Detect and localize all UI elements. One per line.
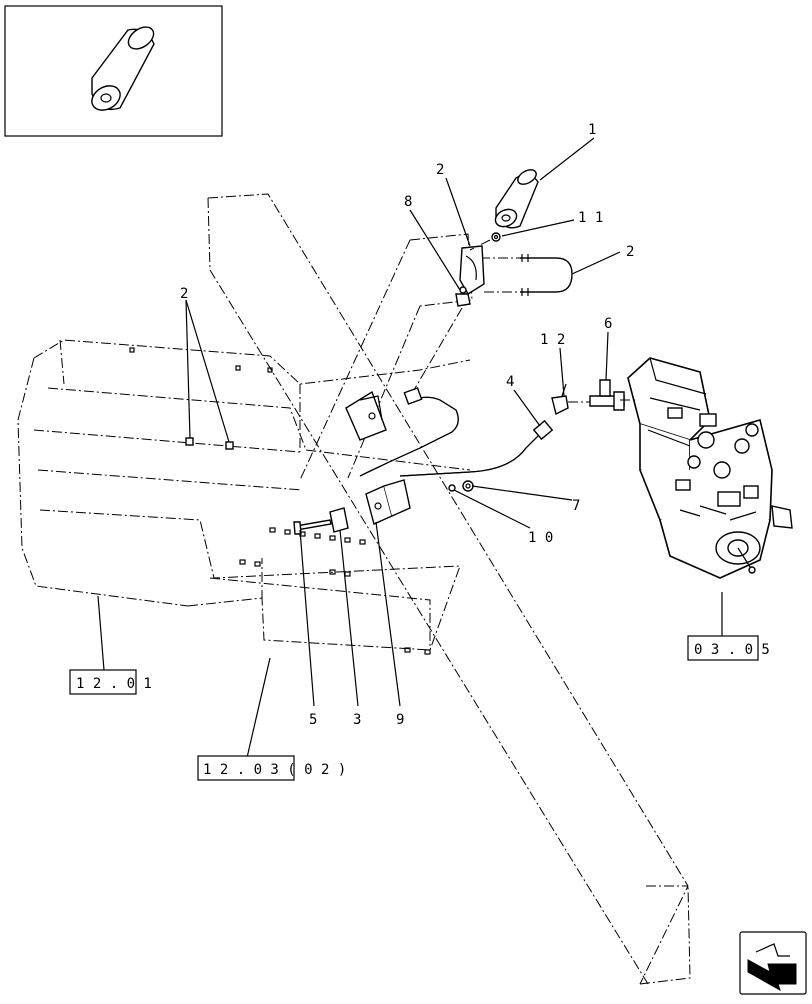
- ref-box-12-03-02: [197, 755, 295, 781]
- elbow-fitting: [551, 383, 569, 416]
- callout-9: 9: [396, 712, 404, 728]
- callout-labels: 1 2 2 2 3 4 5 6 7 8 9 1 0 1 1 1 2: [180, 122, 634, 728]
- ref-03-05: 0 3 . 0 5: [694, 642, 770, 658]
- callout-10: 1 0: [528, 530, 553, 546]
- callout-1: 1: [588, 122, 596, 138]
- callout-11: 1 1: [578, 210, 603, 226]
- callout-3: 3: [353, 712, 361, 728]
- next-page-arrow-icon[interactable]: [739, 931, 807, 995]
- roller-cylinder-icon: [91, 26, 155, 111]
- u-bolt: [480, 254, 573, 296]
- callout-12: 1 2: [540, 332, 565, 348]
- callout-8: 8: [404, 194, 412, 210]
- hydraulic-pump: [627, 357, 793, 579]
- housing-holes: [129, 347, 431, 655]
- ref-box-12-01: [69, 669, 137, 695]
- bolt: [293, 519, 332, 535]
- callout-6: 6: [604, 316, 612, 332]
- spacer-block: [329, 507, 349, 533]
- callout-2-clamp: 2: [436, 162, 444, 178]
- inset-panel: [4, 5, 223, 137]
- washer: [491, 232, 501, 242]
- callout-7: 7: [572, 498, 580, 514]
- reference-boxes: 1 2 . 0 1 1 2 . 0 3 ( 0 2 ) 0 3 . 0 5: [69, 635, 770, 781]
- housing-body: [17, 233, 473, 651]
- frame-beam: [207, 193, 691, 985]
- nut-washer: [448, 480, 474, 492]
- ref-box-03-05: [687, 635, 759, 661]
- callout-2-ubolt: 2: [626, 244, 634, 260]
- housing-nuts: [185, 437, 234, 450]
- callout-5: 5: [309, 712, 317, 728]
- pipe-clamp: [459, 245, 485, 295]
- hydraulic-hose: [359, 387, 554, 477]
- leader-lines: [97, 137, 723, 763]
- grease-fitting: [455, 286, 471, 307]
- ref-12-01: 1 2 . 0 1: [76, 676, 152, 692]
- ref-12-03-02: 1 2 . 0 3 ( 0 2 ): [203, 762, 346, 778]
- tee-fitting: [589, 379, 625, 411]
- callout-2-nuts: 2: [180, 286, 188, 302]
- clamp: [365, 479, 411, 525]
- roller-part: [494, 169, 539, 229]
- hose-bracket: [345, 390, 387, 441]
- callout-4: 4: [506, 374, 514, 390]
